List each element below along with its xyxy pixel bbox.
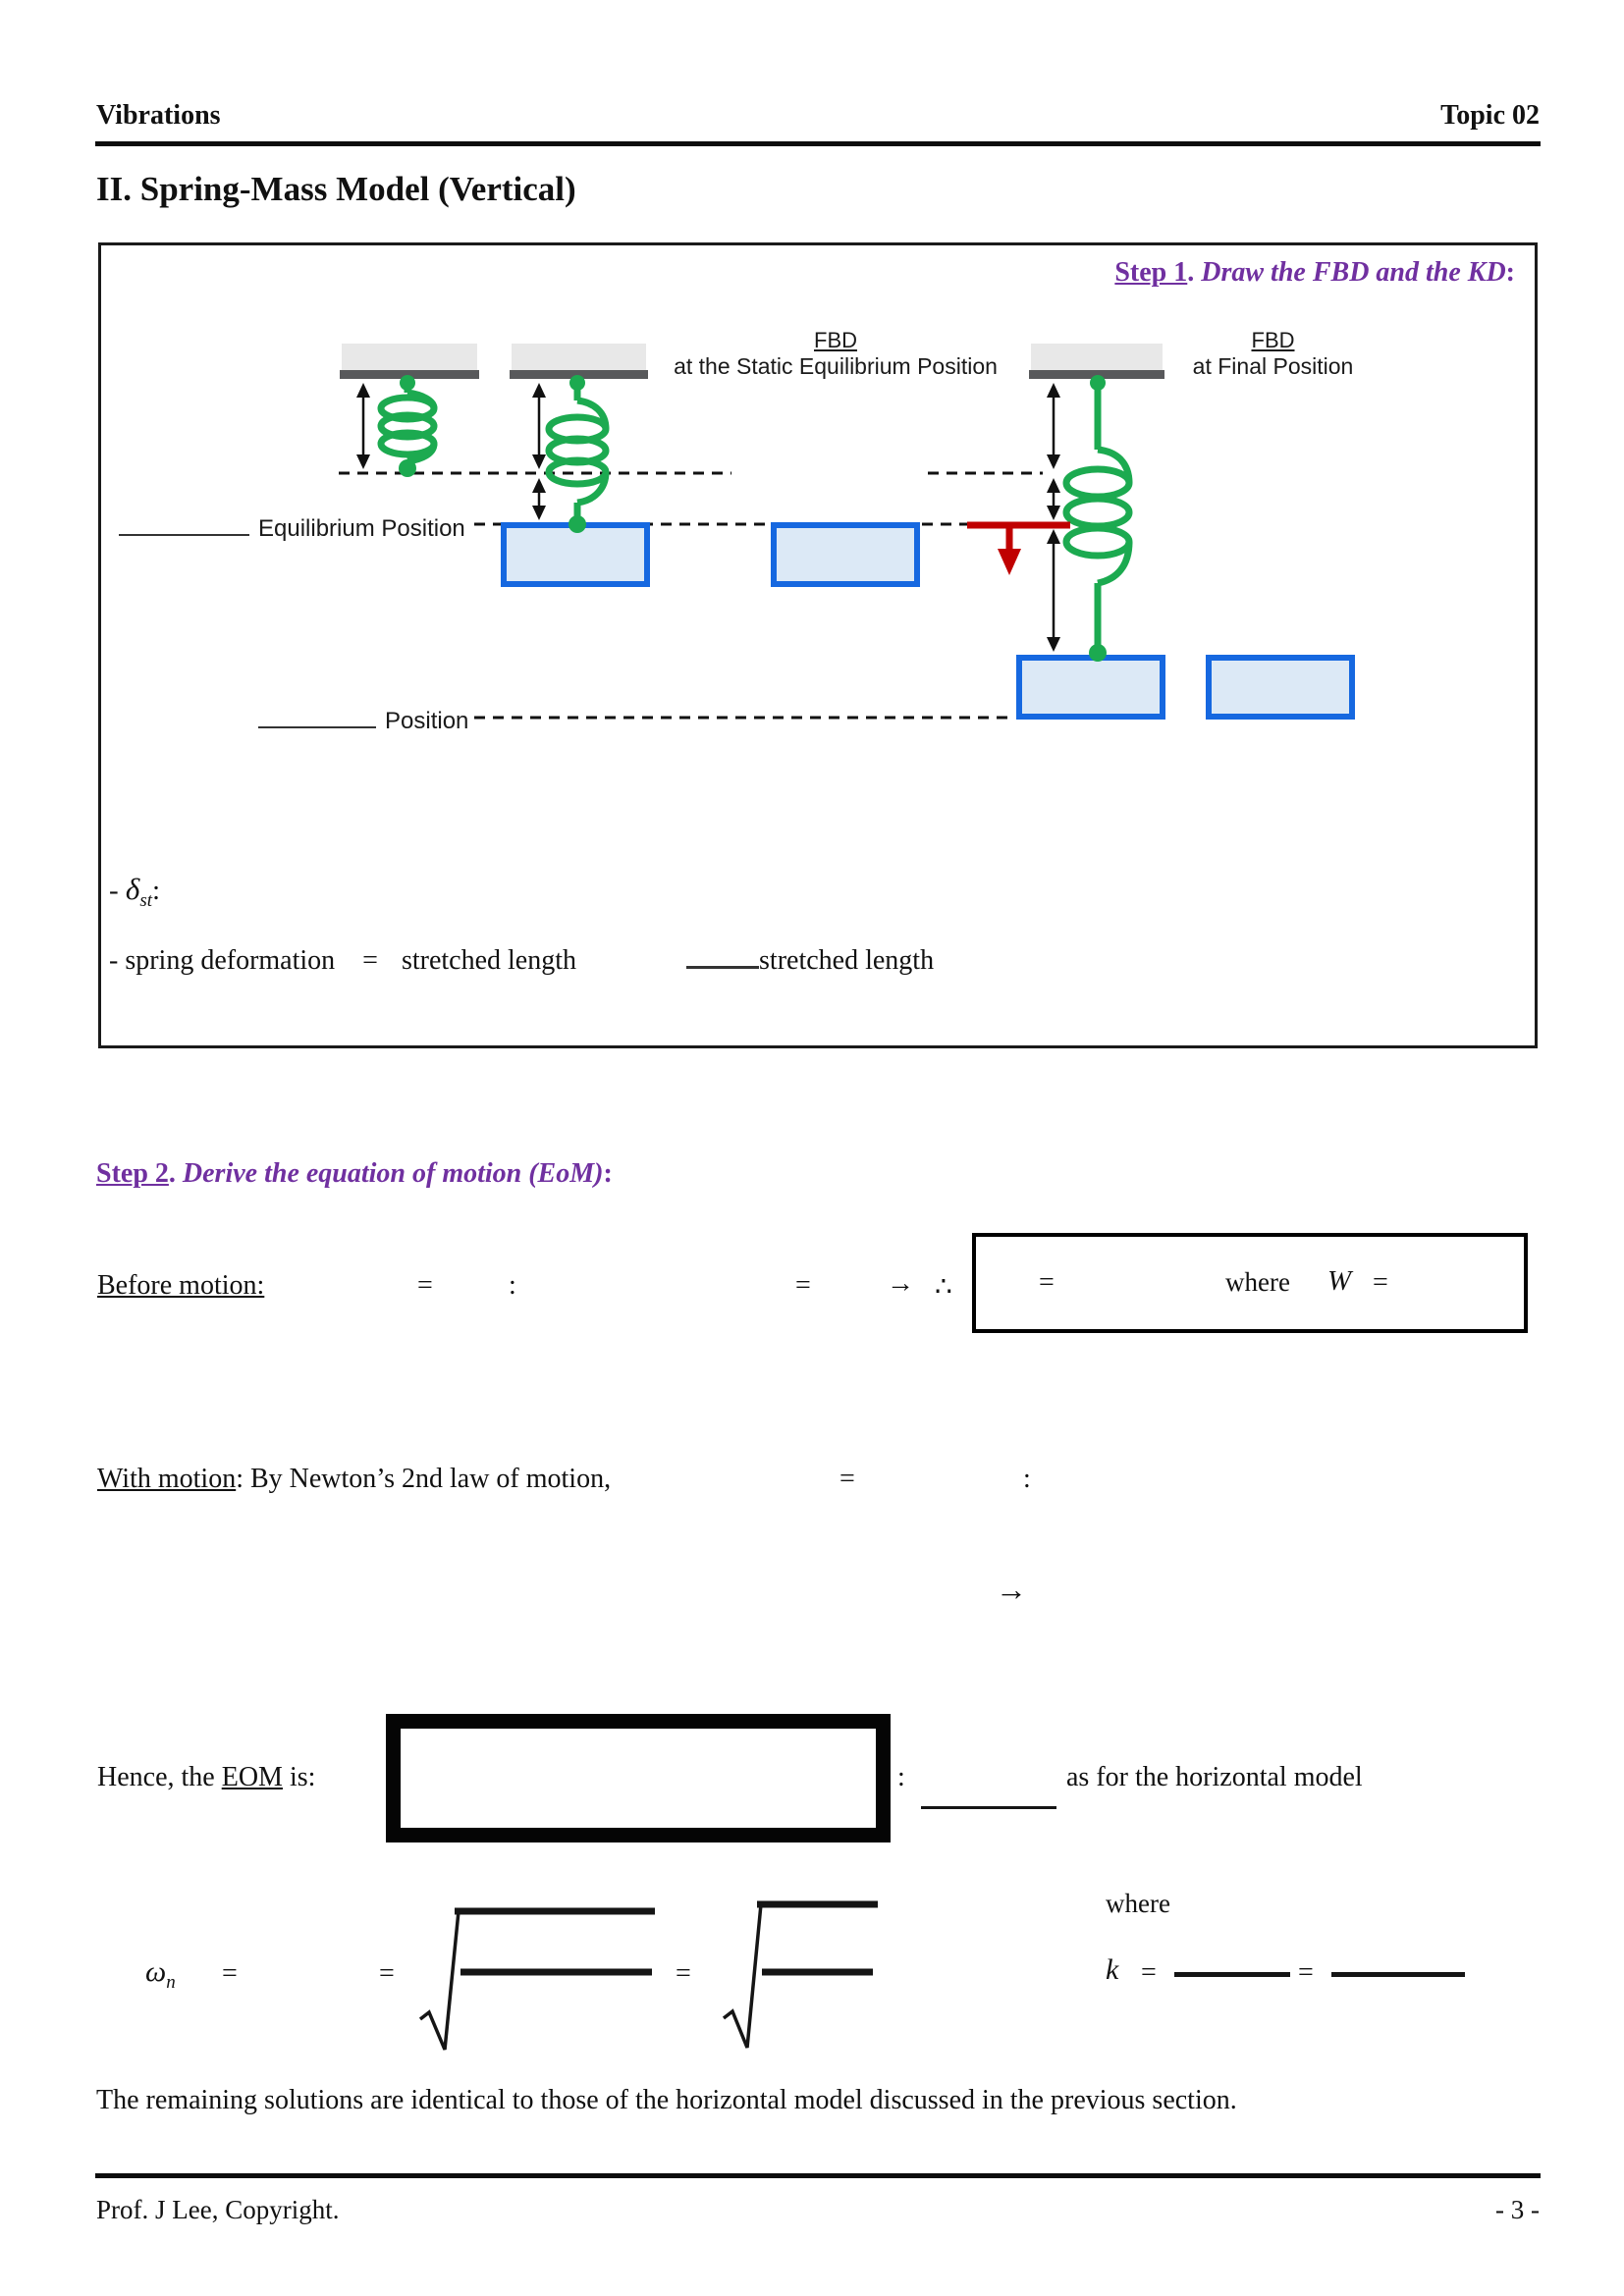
where-label: where (1106, 1889, 1170, 1918)
step1-colon: : (1505, 257, 1515, 288)
step2-heading: Step 2. Derive the equation of motion (E… (96, 1158, 613, 1190)
step2-separator: . (168, 1158, 183, 1189)
k-symbol: k (1106, 1953, 1119, 1986)
omega-symbol-group: ωn (145, 1955, 176, 1994)
step2-colon: : (603, 1158, 613, 1189)
delta-symbol: δ (125, 872, 140, 906)
box-where: where (1225, 1267, 1290, 1297)
before-motion-eq2: = (795, 1270, 811, 1301)
delta-note: - δst: (109, 872, 160, 912)
omega-eq3: = (676, 1958, 691, 1989)
mass-fbd-static (771, 522, 920, 587)
therefore-symbol: ∴ (935, 1272, 952, 1303)
footer-rule (95, 2173, 1541, 2178)
spring-static-stretched (545, 375, 610, 533)
deformation-note: - spring deformation = stretched length str… (109, 938, 934, 977)
position-blank-line (258, 703, 376, 728)
step1-heading: Step 1. Draw the FBD and the KD: (1114, 257, 1515, 289)
radical-1 (418, 1907, 655, 2051)
mass-hanging-equilibrium (501, 522, 650, 587)
omega-symbol: ω (145, 1955, 167, 1988)
mass-hanging-final (1016, 655, 1165, 720)
omega-eq2: = (379, 1958, 395, 1989)
k-eq2: = (1298, 1957, 1314, 1988)
deformation-term-a: stretched length (401, 945, 577, 976)
spring-final-stretched (1062, 375, 1133, 662)
fbd-static-caption: at the Static Equilibrium Position (674, 353, 998, 380)
masses (501, 522, 1355, 720)
eom-tail: is: (282, 1762, 316, 1792)
mass-fbd-final (1206, 655, 1355, 720)
before-motion-eq1: = (417, 1270, 433, 1301)
k-blank-bar-1 (1174, 1972, 1290, 1977)
before-motion-colon: : (509, 1270, 516, 1301)
box-eq: = (1039, 1267, 1055, 1298)
equilibrium-position-label: Equilibrium Position (119, 510, 465, 543)
step1-separator: . (1187, 257, 1202, 288)
step2-title: Derive the equation of motion (EoM) (182, 1158, 604, 1189)
page-title: II. Spring-Mass Model (Vertical) (96, 170, 576, 208)
step2-number: Step 2 (96, 1158, 169, 1189)
footer-copyright: Prof. J Lee, Copyright. (96, 2195, 340, 2224)
spring-unstretched (377, 375, 438, 477)
figure-box: Step 1. Draw the FBD and the KD: (98, 242, 1538, 1048)
radical-2 (722, 1900, 878, 2049)
with-motion-line: With motion: By Newton’s 2nd law of moti… (97, 1464, 611, 1495)
fbd-final-label: FBD at Final Position (1167, 328, 1379, 381)
ceiling-right (1029, 344, 1164, 379)
eom-lead-text: Hence, the (97, 1762, 222, 1792)
fbd-final-caption: at Final Position (1192, 353, 1354, 380)
deformation-term-b: stretched length (759, 945, 935, 976)
ceiling-left (340, 344, 479, 379)
eom-label: EOM (221, 1762, 283, 1792)
eom-note: as for the horizontal model (1066, 1762, 1363, 1792)
with-motion-eq: = (839, 1464, 855, 1494)
position-label: Position (258, 703, 468, 735)
closing-paragraph: The remaining solutions are identical to… (96, 2085, 1237, 2115)
equilibrium-blank-line (119, 510, 249, 536)
omega-subscript: n (166, 1972, 176, 1993)
box-w-eq: = (1373, 1267, 1388, 1298)
fbd-final-heading: FBD (1251, 328, 1295, 352)
delta-subscript: st (139, 889, 153, 911)
deformation-lead: - spring deformation (109, 945, 336, 976)
k-eq1: = (1141, 1957, 1157, 1988)
delta-dash: - (109, 875, 126, 906)
eom-answer-box (386, 1714, 891, 1842)
header-rule (95, 141, 1541, 146)
equilibrium-label-text: Equilibrium Position (258, 515, 465, 542)
static-equilibrium-result-box: = where W = (972, 1233, 1528, 1333)
displacement-arrow (967, 521, 1070, 575)
eom-lead: Hence, the EOM is: (97, 1762, 315, 1793)
k-blank-bar-2 (1331, 1972, 1465, 1977)
eom-colon: : (897, 1762, 905, 1792)
position-label-text: Position (385, 708, 469, 734)
header-course: Vibrations (96, 100, 221, 131)
with-motion-rest: : By Newton’s 2nd law of motion, (236, 1464, 612, 1494)
fbd-static-heading: FBD (814, 328, 857, 352)
step1-title: Draw the FBD and the KD (1201, 257, 1506, 288)
ceiling-middle (510, 344, 648, 379)
delta-colon: : (152, 875, 161, 906)
eom-blank-line (921, 1806, 1056, 1809)
fbd-static-label: FBD at the Static Equilibrium Position (653, 328, 1018, 381)
footer-page-number: - 3 - (1495, 2195, 1540, 2224)
omega-eq1: = (222, 1958, 238, 1989)
with-motion-colon: : (1023, 1464, 1031, 1494)
implies-arrow-1: → (887, 1268, 914, 1299)
step1-number: Step 1 (1114, 257, 1188, 288)
header-topic: Topic 02 (1440, 100, 1540, 131)
radical-expressions (418, 1900, 878, 2051)
before-motion-label: Before motion: (97, 1270, 265, 1301)
deformation-equals: = (362, 945, 378, 976)
with-motion-label: With motion (97, 1464, 237, 1494)
box-w-symbol: W (1327, 1265, 1352, 1297)
deformation-blank-line (686, 938, 760, 969)
implies-arrow-2: → (996, 1572, 1027, 1607)
